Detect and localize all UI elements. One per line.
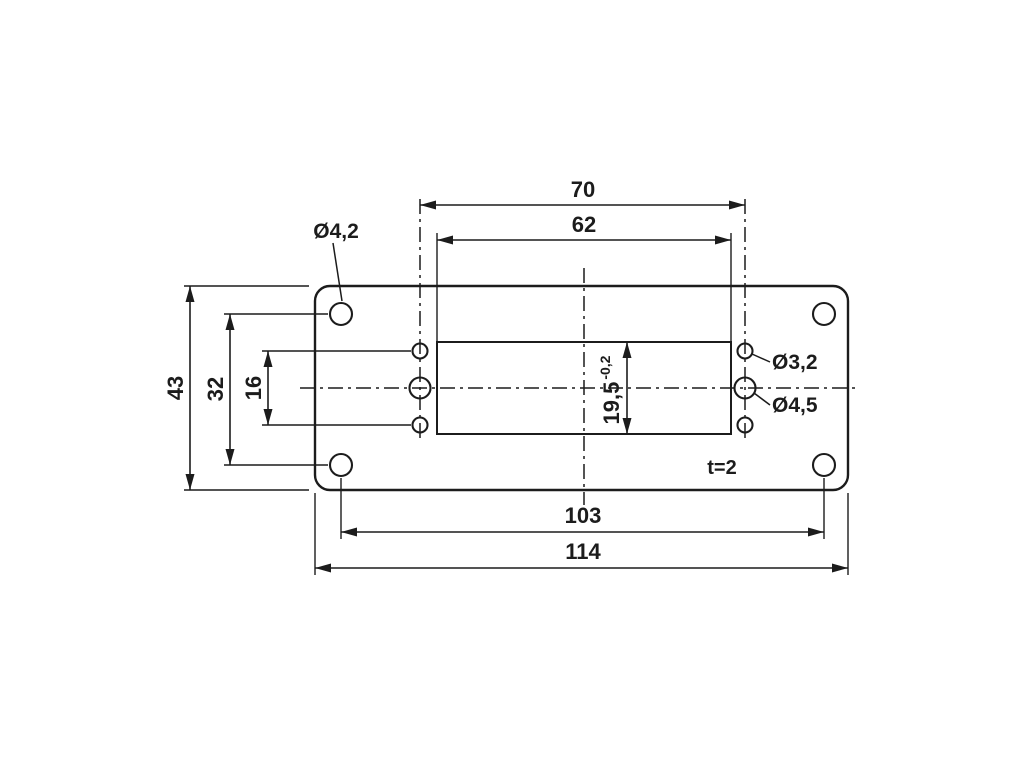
dim-43-label: 43 <box>163 376 188 400</box>
cutout <box>436 341 732 435</box>
pin-hole-left-middle <box>408 376 432 400</box>
leader-pin-hole <box>751 353 771 363</box>
dim-103-label: 103 <box>565 503 602 528</box>
dim-19-5-tolerance: -0,2 <box>597 355 613 379</box>
pin-hole-right-top <box>736 342 754 360</box>
pin-hole-left-bottom <box>411 416 429 434</box>
plate <box>313 284 850 492</box>
pin-hole-dia-label: Ø3,2 <box>772 351 818 374</box>
centerlines <box>300 199 858 505</box>
corner-hole-top-left <box>328 301 354 327</box>
dim-70-label: 70 <box>571 177 595 202</box>
mid-hole-dia-label: Ø4,5 <box>772 394 818 417</box>
corner-hole-top-right <box>811 301 837 327</box>
corner-hole-bottom-left <box>328 452 354 478</box>
dim-62: 62 <box>436 212 732 342</box>
dim-70: 70 <box>420 177 745 210</box>
pin-hole-right-bottom <box>736 416 754 434</box>
dim-114-label: 114 <box>565 539 601 564</box>
dim-19-5-value: 19,5 <box>599 382 624 425</box>
dim-19-5-label: 19,5 -0,2 <box>597 355 624 424</box>
pin-hole-right-middle <box>733 376 757 400</box>
callouts: Ø4,2 Ø3,2 Ø4,5 t=2 <box>313 220 818 479</box>
dim-103: 103 <box>340 478 825 539</box>
pin-hole-left-top <box>411 342 429 360</box>
dim-114: 114 <box>314 493 849 575</box>
dim-62-label: 62 <box>572 212 596 237</box>
leader-corner-hole <box>332 242 343 302</box>
dim-32: 32 <box>203 313 328 466</box>
dim-19-5: 19,5 -0,2 <box>597 342 632 434</box>
corner-hole-dia-label: Ø4,2 <box>313 220 359 243</box>
plate-outline <box>313 284 850 492</box>
dim-16: 16 <box>241 350 411 426</box>
thickness-label: t=2 <box>707 457 736 479</box>
dim-32-label: 32 <box>203 377 228 401</box>
corner-hole-bottom-right <box>811 452 837 478</box>
dim-16-label: 16 <box>241 376 266 400</box>
leader-mid-hole <box>753 392 771 406</box>
dim-43: 43 <box>163 285 309 491</box>
